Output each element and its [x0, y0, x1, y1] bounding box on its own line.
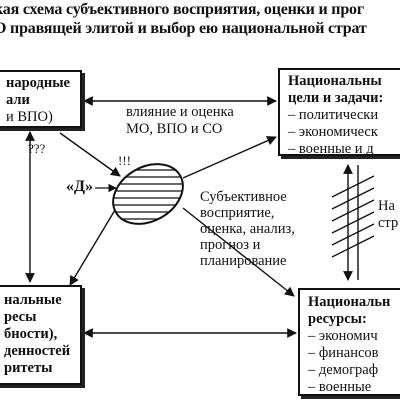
- title-line-1: кая схема субъективного восприятия, оцен…: [0, 1, 364, 18]
- box-bottom-right-item-2: – финансов: [308, 345, 379, 361]
- box-bottom-left-line-3: бности),: [4, 326, 58, 342]
- box-top-left-line-1: народные: [6, 75, 70, 91]
- right-arrow-hatching: [331, 175, 375, 258]
- right-mid-line-2: стр: [378, 215, 399, 231]
- box-bottom-right-heading-2: ресурсы:: [308, 311, 367, 327]
- box-bottom-right-item-1: – экономич: [308, 328, 378, 344]
- box-bottom-left: нальные ресы бности), денностей ритеты: [0, 285, 82, 385]
- right-mid-label: На стр: [378, 198, 398, 232]
- box-top-right-item-3: – военные и д: [288, 141, 374, 156]
- arrow-to-bottom-left: [69, 209, 116, 286]
- box-top-right: Национальны цели и задачи: – политически…: [278, 68, 400, 156]
- box-top-right-item-2: – экономическ: [288, 124, 378, 140]
- subjective-line-3: оценка, анализ,: [200, 221, 295, 237]
- central-ellipse: [112, 163, 184, 225]
- box-top-right-item-1: – политически: [288, 107, 379, 123]
- box-bottom-left-line-4: денностей: [4, 343, 71, 359]
- right-mid-line-1: На: [378, 198, 395, 214]
- subjective-line-4: прогноз и: [200, 237, 261, 253]
- influence-label-line-1: влияние и оценка: [126, 104, 234, 120]
- influence-label-line-2: МО, ВПО и СО: [126, 121, 223, 137]
- subjective-label: Субъективное восприятие, оценка, анализ,…: [200, 189, 295, 269]
- subjective-line-2: восприятие,: [200, 205, 275, 221]
- arrow-from-top-left: [59, 132, 121, 177]
- box-bottom-right-item-3: – демограф: [308, 362, 379, 378]
- box-top-left-line-3: и ВПО): [6, 109, 53, 125]
- subjective-line-5: планирование: [200, 253, 287, 269]
- influence-label: влияние и оценка МО, ВПО и СО: [126, 104, 234, 138]
- box-bottom-left-line-5: ритеты: [4, 360, 53, 376]
- title-line-2: О правящей элитой и выбор ею национально…: [0, 20, 367, 37]
- box-top-left-line-2: али: [6, 92, 30, 108]
- box-bottom-right-item-4: – военные: [308, 379, 372, 395]
- box-top-right-heading-1: Национальны: [288, 73, 382, 89]
- box-top-right-heading-2: цели и задачи:: [288, 90, 384, 106]
- d-mark-label: «Д»: [66, 178, 94, 195]
- diagram-title: кая схема субъективного восприятия, оцен…: [0, 0, 400, 38]
- subjective-line-1: Субъективное: [200, 189, 287, 205]
- arrow-to-bottom-right: [182, 207, 295, 297]
- exclaim-label: !!!: [118, 153, 131, 168]
- box-bottom-left-line-1: нальные: [4, 292, 62, 308]
- box-bottom-right-heading-1: Национальн: [308, 294, 391, 310]
- question-mark-label: ???: [28, 141, 46, 156]
- arrow-to-top-right: [182, 136, 277, 179]
- box-bottom-right: Национальн ресурсы: – экономич – финансо…: [298, 288, 400, 396]
- box-top-left: народные али и ВПО): [0, 70, 82, 128]
- box-bottom-left-line-2: ресы: [4, 309, 37, 325]
